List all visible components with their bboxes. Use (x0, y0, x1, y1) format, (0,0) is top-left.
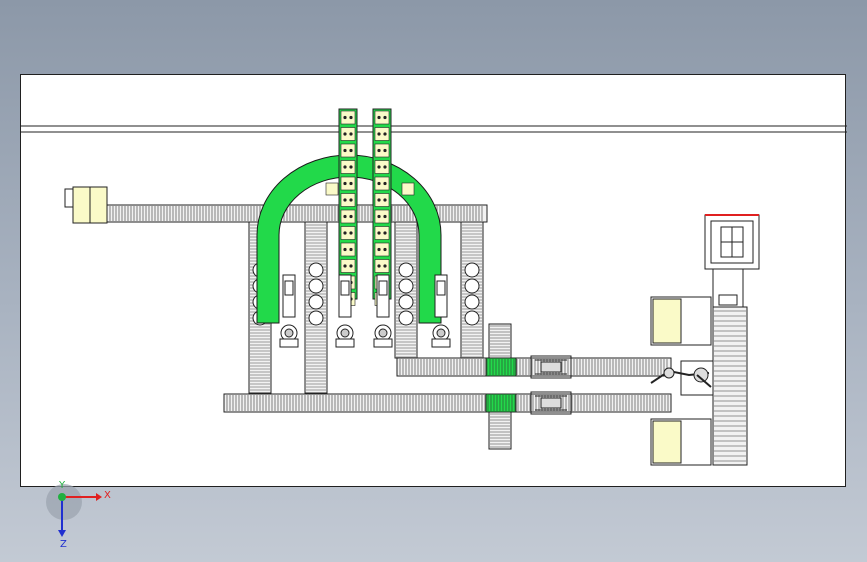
stacker-column (338, 108, 358, 306)
pallet-station-upper[interactable] (650, 296, 712, 346)
infeed-station[interactable] (64, 186, 108, 224)
cad-viewport[interactable] (20, 74, 847, 487)
arch-carton (325, 182, 339, 196)
lane-gripper (279, 274, 299, 348)
pallet-station-lower[interactable] (650, 418, 712, 466)
feeder-lane (304, 221, 328, 394)
axis-triad: X Y Z (46, 480, 111, 550)
lane-gripper (373, 274, 393, 348)
feeder-lane (394, 221, 418, 359)
palletizer-cell[interactable] (704, 214, 760, 308)
arch-carton (401, 182, 415, 196)
lower-outfeed-conveyor[interactable] (223, 393, 672, 413)
shuttle-carriage-upper[interactable] (530, 355, 572, 379)
shuttle-carriage-lower[interactable] (530, 391, 572, 415)
upper-outfeed-conveyor[interactable] (396, 357, 672, 377)
robot-arm-right[interactable] (650, 360, 714, 396)
z-axis-label: Z (60, 539, 67, 550)
lane-gripper (431, 274, 451, 348)
pallet-conveyor-right[interactable] (712, 306, 748, 466)
y-axis-dot (58, 493, 66, 501)
reference-lines (21, 125, 847, 133)
arch-transfer[interactable] (256, 154, 442, 324)
x-axis-label: X (104, 490, 111, 501)
stacker-column (372, 108, 392, 306)
y-axis-label: Y (58, 480, 66, 491)
cross-transfer[interactable] (488, 323, 512, 450)
lane-robots[interactable] (279, 274, 451, 348)
layout-drawing (21, 108, 847, 466)
stacker-columns[interactable] (325, 108, 415, 306)
lane-gripper (335, 274, 355, 348)
feeder-lane (460, 221, 484, 359)
